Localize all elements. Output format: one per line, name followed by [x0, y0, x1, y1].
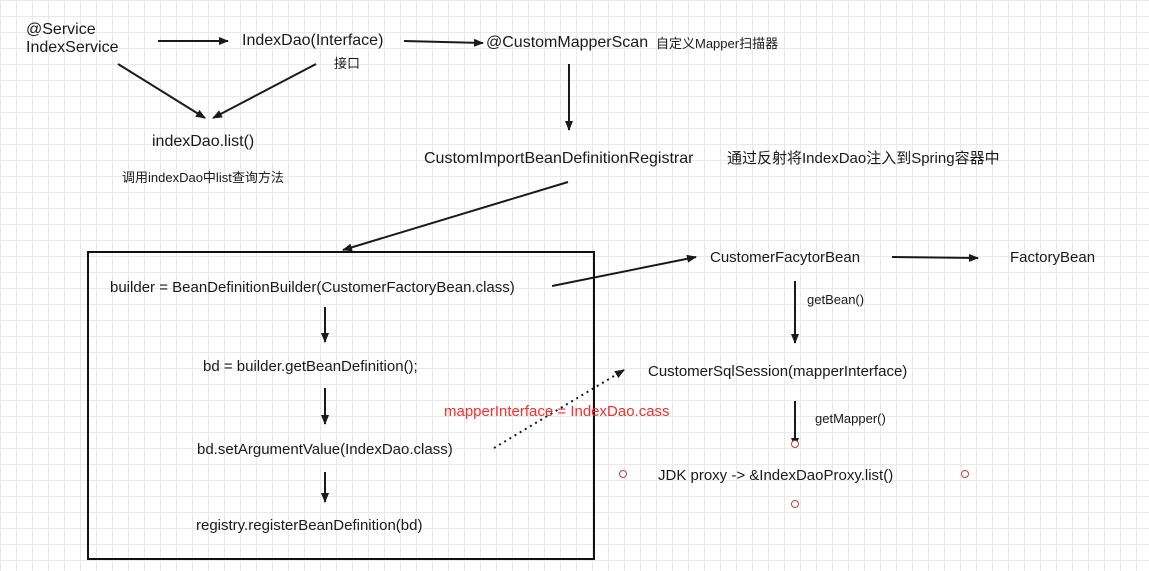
index-dao-list-label: indexDao.list() — [152, 133, 255, 150]
connection-point-left — [619, 470, 627, 478]
arrow-builder-to-factorybean — [551, 254, 697, 287]
index-dao-list-note: 调用indexDao中list查询方法 — [122, 170, 284, 185]
builder-label: builder = BeanDefinitionBuilder(Customer… — [110, 279, 515, 296]
custom-mapper-scan-label: @CustomMapperScan — [486, 34, 649, 51]
register-label: registry.registerBeanDefinition(bd) — [196, 517, 423, 534]
arrow-registrar-to-box — [342, 181, 569, 252]
set-argument-label: bd.setArgumentValue(IndexDao.class) — [197, 441, 453, 458]
connection-point-bottom — [791, 500, 799, 508]
index-dao-label: IndexDao(Interface) — [242, 32, 384, 49]
arrow-indexdao-to-list — [212, 63, 317, 119]
arrow-service-to-list — [117, 63, 206, 119]
custom-mapper-scan-note: 自定义Mapper扫描器 — [656, 36, 779, 51]
factory-bean-label: FactoryBean — [1010, 249, 1096, 266]
service-label: @Service IndexService — [26, 21, 119, 57]
get-bean-definition-label: bd = builder.getBeanDefinition(); — [203, 358, 418, 375]
get-bean-label: getBean() — [807, 292, 865, 307]
registrar-note: 通过反射将IndexDao注入到Spring容器中 — [727, 150, 1000, 167]
registrar-label: CustomImportBeanDefinitionRegistrar — [424, 150, 694, 167]
get-mapper-label: getMapper() — [815, 411, 886, 426]
connection-point-top — [791, 440, 799, 448]
arrow-indexdao-to-mapperscan — [403, 38, 484, 47]
arrow-customerfactory-to-factorybean — [891, 253, 979, 262]
jdk-proxy-label: JDK proxy -> &IndexDaoProxy.list() — [658, 467, 894, 484]
bean-definition-box — [87, 251, 595, 560]
sql-session-label: CustomerSqlSession(mapperInterface) — [648, 363, 908, 380]
connection-point-right — [961, 470, 969, 478]
dotted-arrow-mapperinterface — [493, 369, 625, 449]
mapper-interface-label: mapperInterface = IndexDao.cass — [444, 403, 670, 420]
index-dao-sub-label: 接口 — [334, 56, 361, 71]
customer-factory-bean-label: CustomerFacytorBean — [710, 249, 861, 266]
